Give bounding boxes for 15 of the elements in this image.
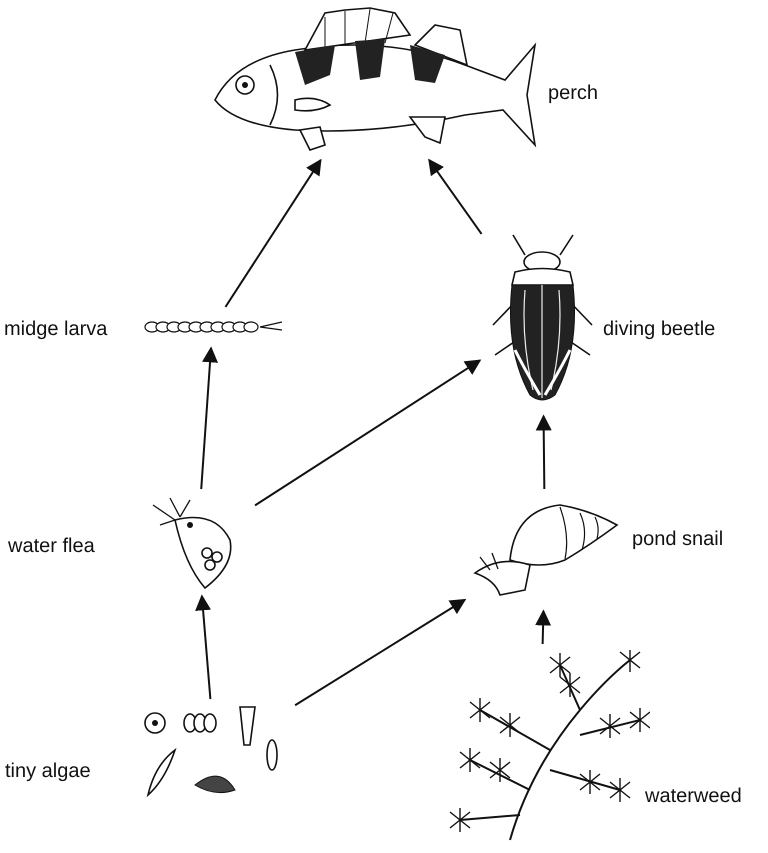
- arrow: [535, 609, 552, 644]
- arrow: [294, 598, 466, 706]
- arrow: [254, 359, 482, 506]
- organism-label: pond snail: [632, 528, 724, 551]
- arrow: [200, 346, 218, 490]
- organism-label: diving beetle: [603, 318, 716, 341]
- arrow: [428, 158, 482, 234]
- organism-label: midge larva: [4, 318, 108, 341]
- arrow: [224, 158, 322, 308]
- arrow: [536, 414, 552, 490]
- arrow: [195, 594, 212, 700]
- organism-label: water flea: [8, 535, 95, 558]
- organism-label: waterweed: [645, 785, 742, 808]
- organism-label: perch: [548, 82, 598, 105]
- organism-label: tiny algae: [5, 760, 91, 783]
